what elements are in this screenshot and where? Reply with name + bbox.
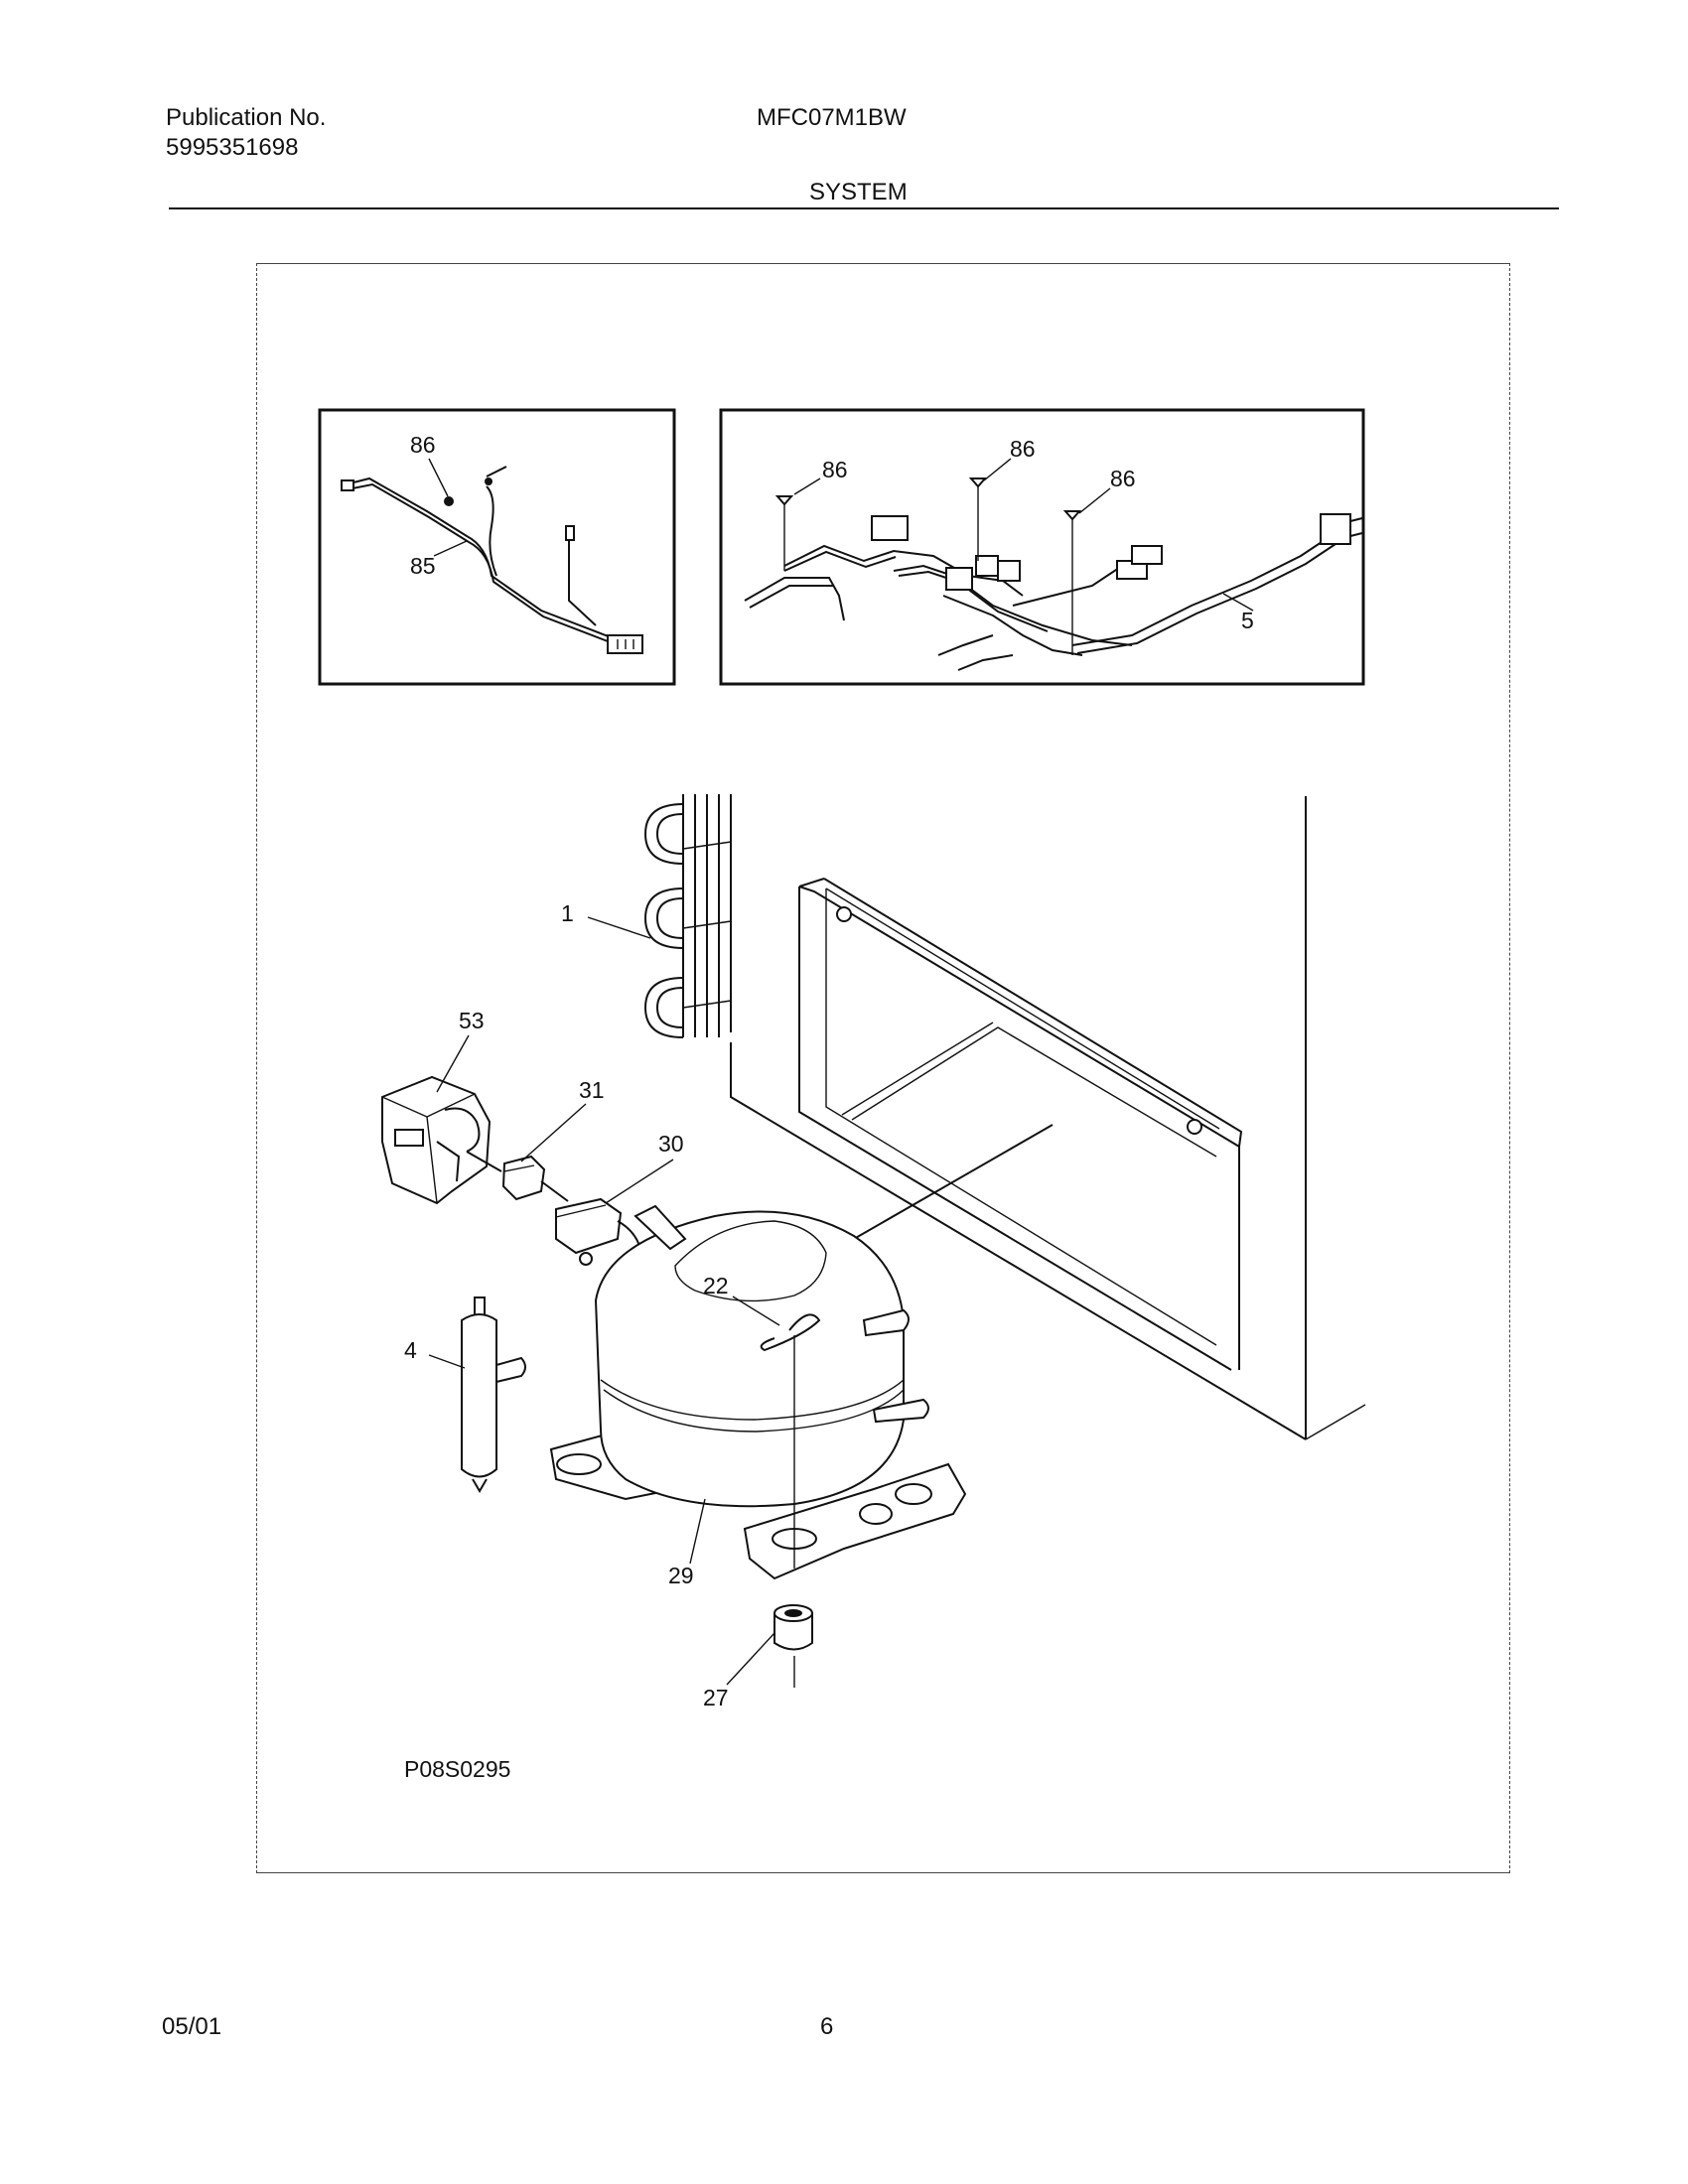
callout-85: 85 <box>410 553 436 579</box>
callout-86-a: 86 <box>822 457 848 482</box>
leader-lines <box>428 916 780 1686</box>
condenser-coil <box>643 794 732 1038</box>
callout-86-b: 86 <box>1010 436 1036 462</box>
callout-86-inset1: 86 <box>410 432 436 458</box>
grommet <box>774 1604 813 1688</box>
callout-5: 5 <box>1241 608 1254 633</box>
callout-86-c: 86 <box>1110 466 1136 491</box>
publication-number: 5995351698 <box>166 134 299 161</box>
diagram-frame <box>256 263 1510 1873</box>
filter-drier <box>461 1297 526 1493</box>
compressor <box>549 1204 967 1580</box>
figure-code: P08S0295 <box>404 1756 510 1782</box>
callout-29: 29 <box>668 1563 694 1588</box>
callout-1: 1 <box>561 900 574 926</box>
header-rule <box>169 207 1559 209</box>
model-number: MFC07M1BW <box>757 104 907 131</box>
callout-30: 30 <box>658 1131 684 1157</box>
start-relay <box>466 1151 569 1202</box>
cabinet-outline <box>730 796 1366 1440</box>
relay-cover <box>381 1075 492 1205</box>
inset-main-harness <box>719 408 1365 686</box>
overload-protector <box>555 1197 641 1266</box>
inset-wire-harness <box>318 408 676 686</box>
publication-label: Publication No. <box>166 104 327 131</box>
callout-53: 53 <box>459 1008 485 1033</box>
section-title: SYSTEM <box>809 179 908 205</box>
callout-27: 27 <box>703 1685 729 1710</box>
callout-22: 22 <box>703 1273 729 1298</box>
callout-4: 4 <box>404 1337 417 1363</box>
footer-date: 05/01 <box>162 2013 222 2040</box>
callout-31: 31 <box>579 1077 605 1103</box>
footer-page-number: 6 <box>820 2013 834 2040</box>
